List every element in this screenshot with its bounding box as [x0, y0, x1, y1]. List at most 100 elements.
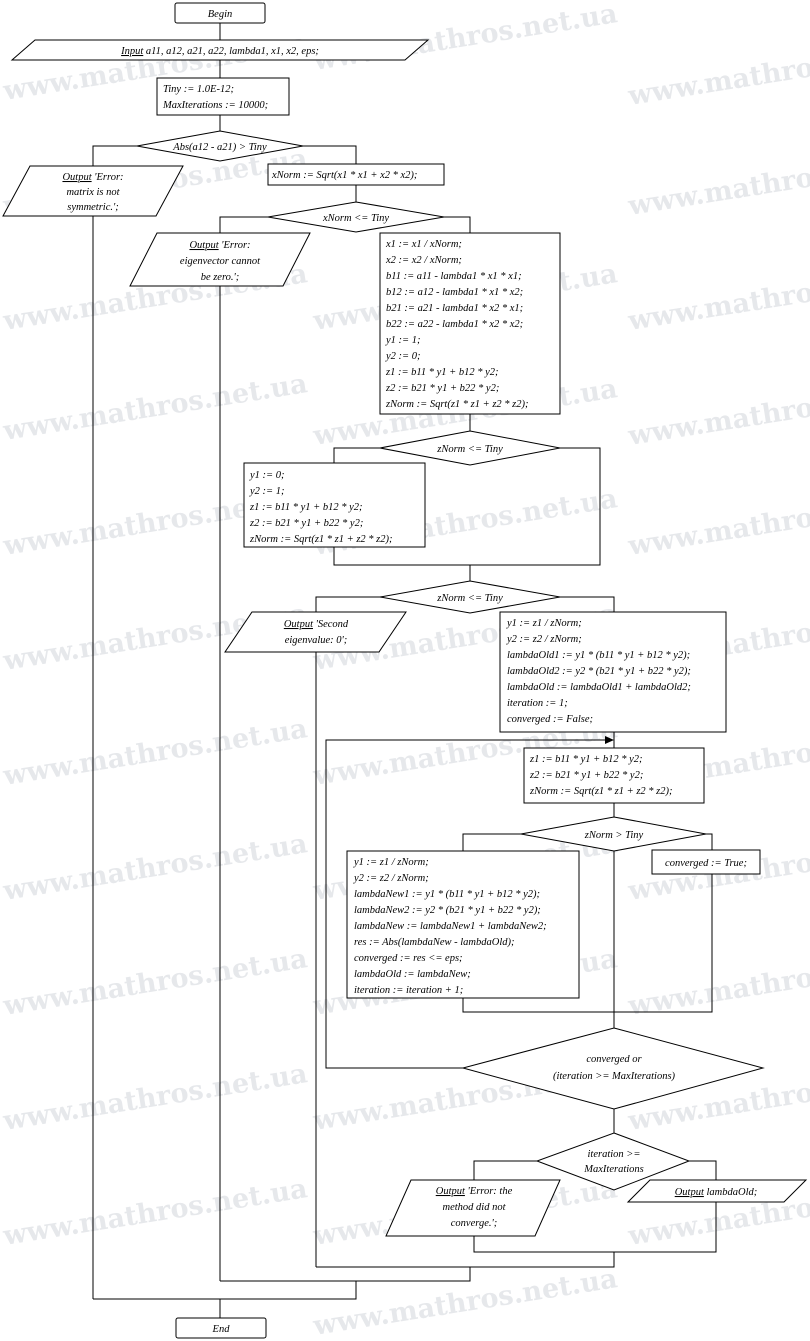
decision-znorm-second: zNorm <= Tiny	[379, 580, 561, 614]
end-label: End	[212, 1324, 231, 1335]
code-line: b21 := a21 - lambda1 * x2 * x1;	[386, 303, 523, 314]
decision-symmetric: Abs(a12 - a21) > Tiny	[136, 130, 304, 162]
code-line: z1 := b11 * y1 + b12 * y2;	[385, 367, 499, 378]
code-line: y1 := 0;	[249, 470, 285, 481]
code-line: converged := res <= eps;	[354, 953, 463, 964]
code-line: b12 := a12 - lambda1 * x1 * x2;	[386, 287, 523, 298]
input-params: a11, a12, a21, a22, lambda1, x1, x2, eps…	[146, 46, 319, 57]
output-not-symmetric-line2: matrix is not	[66, 187, 120, 198]
code-line: y2 := 0;	[385, 351, 421, 362]
code-line: res := Abs(lambdaNew - lambdaOld);	[354, 937, 515, 948]
connectors	[92, 23, 717, 1318]
output-zero-line2: eigenvector cannot	[180, 256, 261, 267]
code-line: lambdaNew := lambdaNew1 + lambdaNew2;	[354, 921, 547, 932]
decision-xnorm-label: xNorm <= Tiny	[322, 213, 389, 224]
output-not-symmetric: Output 'Error: matrix is not symmetric.'…	[2, 165, 184, 217]
decision-znorm-second-label: zNorm <= Tiny	[436, 593, 503, 604]
decision-loop-line1: converged or	[586, 1054, 642, 1065]
decision-symmetric-label: Abs(a12 - a21) > Tiny	[172, 142, 267, 153]
watermark: www.mathros.net.ua	[625, 143, 810, 222]
code-line: b11 := a11 - lambda1 * x1 * x1;	[386, 271, 522, 282]
block-alt-vector: y1 := 0; y2 := 1; z1 := b11 * y1 + b12 *…	[243, 462, 426, 548]
init-line: MaxIterations := 10000;	[162, 100, 268, 111]
output-lambda-text: Output lambdaOld;	[675, 1187, 758, 1198]
end-terminator: End	[175, 1317, 267, 1339]
code-line: iteration := iteration + 1;	[354, 985, 463, 996]
output-zero-eigenvector: Output 'Error: eigenvector cannot be zer…	[129, 232, 311, 287]
code-line: z1 := b11 * y1 + b12 * y2;	[529, 754, 643, 765]
decision-loop-line2: (iteration >= MaxIterations)	[553, 1071, 676, 1082]
output-keyword: Output	[436, 1186, 466, 1197]
code-line: lambdaOld2 := y2 * (b21 * y1 + b22 * y2)…	[507, 666, 691, 677]
output-keyword: Output	[189, 240, 219, 251]
watermark: www.mathros.net.ua	[0, 943, 309, 1022]
input-keyword: Input	[120, 46, 144, 57]
code-line: y1 := z1 / zNorm;	[506, 618, 582, 629]
output-zero-line1: Output 'Error:	[189, 240, 250, 251]
watermark: www.mathros.net.ua	[0, 828, 309, 907]
code-line: zNorm := Sqrt(z1 * z1 + z2 * z2);	[529, 786, 673, 797]
watermark: www.mathros.net.ua	[0, 713, 309, 792]
output-not-symmetric-line1: Output 'Error:	[62, 172, 123, 183]
output-zero-line3: be zero.';	[201, 272, 240, 283]
output-not-symmetric-line3: symmetric.';	[67, 202, 119, 213]
code-line: x1 := x1 / xNorm;	[385, 239, 462, 250]
code-line: lambdaNew2 := y2 * (b21 * y1 + b22 * y2)…	[354, 905, 541, 916]
code-line: zNorm := Sqrt(z1 * z1 + z2 * z2);	[249, 534, 393, 545]
code-line: iteration := 1;	[507, 698, 568, 709]
output-not-converge-line2: method did not	[443, 1202, 507, 1213]
watermark: www.mathros.net.ua	[0, 1058, 309, 1137]
code-line: zNorm := Sqrt(z1 * z1 + z2 * z2);	[385, 399, 529, 410]
output-second-eigenvalue: Output 'Second eigenvalue: 0';	[224, 611, 407, 653]
watermark: www.mathros.net.ua	[625, 33, 810, 112]
watermark: www.mathros.net.ua	[625, 483, 810, 562]
output-keyword: Output	[284, 619, 314, 630]
output-second-line1: Output 'Second	[284, 619, 349, 630]
code-line: lambdaNew1 := y1 * (b11 * y1 + b12 * y2)…	[354, 889, 540, 900]
output-second-line2: eigenvalue: 0';	[285, 635, 348, 646]
begin-terminator: Begin	[174, 2, 266, 24]
decision-max-line1: iteration >=	[588, 1149, 641, 1160]
init-line: Tiny := 1.0E-12;	[163, 84, 234, 95]
watermark: www.mathros.net.ua	[0, 1173, 309, 1252]
decision-znorm-first: zNorm <= Tiny	[379, 430, 561, 466]
watermark: www.mathros.net.ua	[310, 1263, 619, 1341]
watermark: www.mathros.net.ua	[310, 0, 619, 77]
code-line: y1 := 1;	[385, 335, 421, 346]
block-power-step: z1 := b11 * y1 + b12 * y2; z2 := b21 * y…	[523, 747, 705, 804]
decision-znorm-positive: zNorm > Tiny	[520, 816, 707, 852]
code-line: lambdaOld := lambdaOld1 + lambdaOld2;	[507, 682, 691, 693]
xnorm-assign-block: xNorm := Sqrt(x1 * x1 + x2 * x2);	[267, 163, 445, 186]
code-line: y2 := z2 / zNorm;	[506, 634, 582, 645]
decision-xnorm: xNorm <= Tiny	[267, 201, 445, 233]
code-line: z1 := b11 * y1 + b12 * y2;	[249, 502, 363, 513]
code-line: y2 := z2 / zNorm;	[353, 873, 429, 884]
output-not-converge: Output 'Error: the method did not conver…	[385, 1179, 561, 1237]
watermark: www.mathros.net.ua	[0, 368, 309, 447]
block-lambda-old: y1 := z1 / zNorm; y2 := z2 / zNorm; lamb…	[499, 611, 727, 733]
converged-true-text: converged := True;	[665, 858, 747, 869]
decision-znorm-first-label: zNorm <= Tiny	[436, 444, 503, 455]
code-line: y1 := z1 / zNorm;	[353, 857, 429, 868]
output-keyword: Output	[62, 172, 92, 183]
begin-label: Begin	[208, 9, 233, 20]
code-line: x2 := x2 / xNorm;	[385, 255, 462, 266]
code-line: z2 := b21 * y1 + b22 * y2;	[249, 518, 363, 529]
code-line: z2 := b21 * y1 + b22 * y2;	[385, 383, 499, 394]
block-update: y1 := z1 / zNorm; y2 := z2 / zNorm; lamb…	[346, 850, 580, 999]
code-line: b22 := a22 - lambda1 * x2 * x2;	[386, 319, 523, 330]
init-block: Tiny := 1.0E-12; MaxIterations := 10000;	[156, 77, 290, 116]
code-line: lambdaOld := lambdaNew;	[354, 969, 471, 980]
code-line: converged := False;	[507, 714, 593, 725]
code-line: y2 := 1;	[249, 486, 285, 497]
decision-loop-exit: converged or (iteration >= MaxIterations…	[461, 1027, 765, 1110]
output-keyword: Output	[675, 1187, 705, 1198]
decision-max-line2: MaxIterations	[583, 1164, 644, 1175]
block-converged-true: converged := True;	[651, 849, 761, 875]
watermark: www.mathros.net.ua	[625, 258, 810, 337]
block-b-matrix: x1 := x1 / xNorm; x2 := x2 / xNorm; b11 …	[379, 232, 561, 415]
decision-max-iterations: iteration >= MaxIterations	[535, 1132, 691, 1191]
decision-znorm-positive-label: zNorm > Tiny	[584, 830, 644, 841]
output-lambda-old: Output lambdaOld;	[626, 1179, 808, 1203]
